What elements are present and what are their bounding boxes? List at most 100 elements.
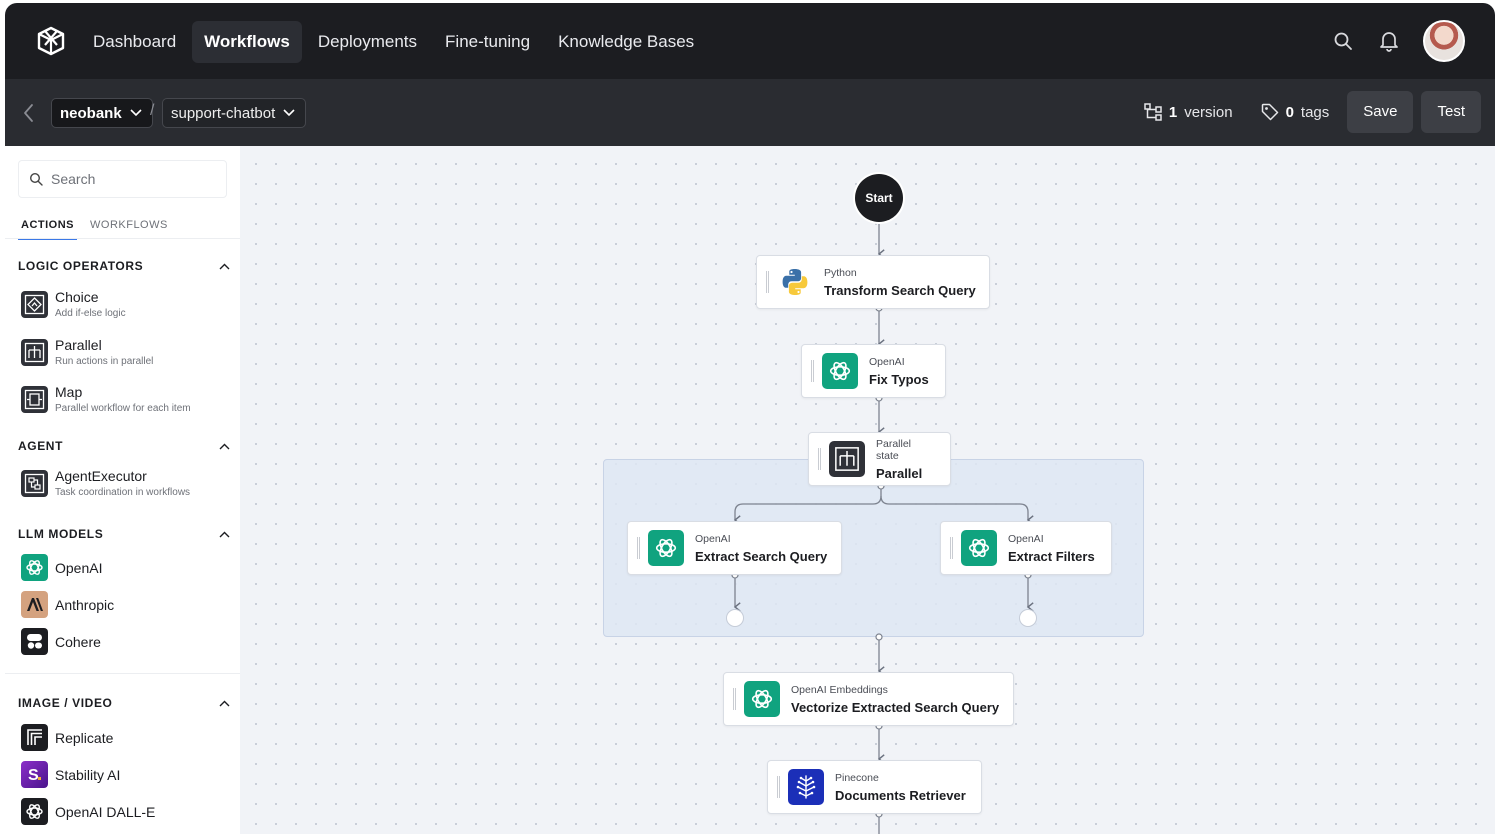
section-image-video[interactable]: IMAGE / VIDEO bbox=[18, 696, 230, 710]
tags-info[interactable]: 0 tags bbox=[1251, 103, 1340, 121]
node-title: Extract Search Query bbox=[695, 548, 828, 564]
chevron-down-icon bbox=[130, 109, 142, 117]
test-button[interactable]: Test bbox=[1421, 91, 1481, 133]
sidebar-item-anthropic[interactable]: Anthropic bbox=[21, 591, 114, 618]
workflow-selector[interactable]: support-chatbot bbox=[162, 98, 307, 128]
section-llm-models[interactable]: LLM MODELS bbox=[18, 527, 230, 541]
section-title: LOGIC OPERATORS bbox=[18, 259, 144, 273]
sidebar-item-stability-ai[interactable]: S Stability AI bbox=[21, 761, 120, 788]
openai-icon bbox=[822, 353, 858, 389]
workflow-canvas[interactable]: Start Python Transform Search Query bbox=[240, 146, 1495, 834]
node-title: Fix Typos bbox=[869, 371, 929, 387]
sidebar-item-replicate[interactable]: Replicate bbox=[21, 724, 113, 751]
nav-fine-tuning[interactable]: Fine-tuning bbox=[445, 32, 531, 51]
section-divider bbox=[5, 673, 240, 674]
item-label: Map bbox=[55, 384, 83, 400]
section-title: IMAGE / VIDEO bbox=[18, 696, 113, 710]
item-label: Cohere bbox=[55, 633, 101, 650]
chevron-down-icon bbox=[283, 109, 295, 117]
openai-icon bbox=[744, 681, 780, 717]
project-selector[interactable]: neobank bbox=[51, 98, 153, 128]
parallel-icon bbox=[21, 338, 48, 366]
openai-icon bbox=[21, 554, 48, 581]
bell-icon[interactable] bbox=[1377, 29, 1401, 53]
tab-actions[interactable]: ACTIONS bbox=[18, 216, 77, 240]
drag-handle[interactable] bbox=[818, 448, 821, 470]
app-window: Dashboard Workflows Deployments Fine-tun… bbox=[5, 3, 1495, 834]
drag-handle[interactable] bbox=[766, 271, 769, 293]
version-info[interactable]: 1 version bbox=[1134, 103, 1243, 121]
item-label: Stability AI bbox=[55, 766, 121, 783]
node-provider: OpenAI bbox=[695, 532, 731, 545]
drag-handle[interactable] bbox=[733, 688, 736, 710]
item-label: Parallel bbox=[55, 337, 102, 353]
sidebar-tabs: ACTIONS WORKFLOWS bbox=[18, 216, 171, 240]
search-icon bbox=[29, 172, 43, 186]
drag-handle[interactable] bbox=[950, 537, 953, 559]
sidebar-item-agentexecutor[interactable]: AgentExecutor Task coordination in workf… bbox=[21, 468, 190, 498]
node-provider: OpenAI bbox=[869, 355, 905, 368]
openai-icon bbox=[648, 530, 684, 566]
nav-workflows[interactable]: Workflows bbox=[192, 21, 302, 63]
node-extract-filters[interactable]: OpenAI Extract Filters bbox=[940, 521, 1112, 575]
sidebar-search[interactable]: Search bbox=[18, 160, 227, 198]
logo-icon[interactable] bbox=[35, 25, 67, 57]
item-description: Run actions in parallel bbox=[55, 356, 154, 367]
node-title: Parallel bbox=[876, 465, 923, 481]
drag-handle[interactable] bbox=[777, 776, 780, 798]
tag-label: tags bbox=[1300, 103, 1330, 121]
node-provider: Pinecone bbox=[835, 771, 879, 784]
pinecone-icon bbox=[788, 769, 824, 805]
nav-knowledge-bases[interactable]: Knowledge Bases bbox=[558, 32, 695, 51]
node-transform-search-query[interactable]: Python Transform Search Query bbox=[756, 255, 990, 309]
workflow-toolbar: neobank / support-chatbot 1 version bbox=[5, 79, 1495, 146]
chevron-up-icon bbox=[219, 443, 230, 449]
drag-handle[interactable] bbox=[637, 537, 640, 559]
node-title: Vectorize Extracted Search Query bbox=[791, 699, 1000, 715]
node-parallel[interactable]: Parallel state Parallel bbox=[808, 432, 951, 486]
tag-count: 0 bbox=[1285, 103, 1294, 121]
sidebar-item-parallel[interactable]: Parallel Run actions in parallel bbox=[21, 337, 153, 367]
node-vectorize-extracted-search-query[interactable]: OpenAI Embeddings Vectorize Extracted Se… bbox=[723, 672, 1014, 726]
drag-handle[interactable] bbox=[811, 360, 814, 382]
item-label: OpenAI bbox=[55, 559, 103, 576]
svg-text:S: S bbox=[28, 767, 39, 784]
project-name: neobank bbox=[60, 104, 122, 122]
back-arrow-icon[interactable] bbox=[19, 101, 39, 125]
node-fix-typos[interactable]: OpenAI Fix Typos bbox=[801, 344, 946, 398]
nav-dashboard[interactable]: Dashboard bbox=[93, 32, 177, 51]
node-extract-search-query[interactable]: OpenAI Extract Search Query bbox=[627, 521, 842, 575]
sidebar-item-cohere[interactable]: Cohere bbox=[21, 628, 101, 655]
nav-deployments[interactable]: Deployments bbox=[317, 32, 418, 51]
dalle-icon bbox=[21, 798, 48, 825]
section-agent[interactable]: AGENT bbox=[18, 439, 230, 453]
toolbar-actions: 1 version 0 tags Save Test bbox=[1134, 91, 1481, 133]
tag-icon bbox=[1261, 103, 1278, 121]
item-description: Parallel workflow for each item bbox=[55, 403, 191, 414]
tab-workflows[interactable]: WORKFLOWS bbox=[90, 219, 168, 231]
chevron-up-icon bbox=[219, 700, 230, 706]
top-nav-bar: Dashboard Workflows Deployments Fine-tun… bbox=[5, 3, 1495, 79]
version-count: 1 bbox=[1168, 103, 1178, 121]
sidebar-item-openai[interactable]: OpenAI bbox=[21, 554, 102, 581]
workflow-name: support-chatbot bbox=[171, 104, 276, 122]
start-node[interactable]: Start bbox=[855, 174, 903, 222]
branch-end-node[interactable] bbox=[1019, 609, 1037, 627]
breadcrumb-separator: / bbox=[150, 102, 155, 119]
item-label: Replicate bbox=[55, 729, 114, 746]
sidebar-item-map[interactable]: Map Parallel workflow for each item bbox=[21, 384, 191, 414]
sidebar-item-choice[interactable]: Choice Add if-else logic bbox=[21, 289, 126, 319]
section-logic-operators[interactable]: LOGIC OPERATORS bbox=[18, 259, 230, 273]
node-title: Documents Retriever bbox=[835, 787, 966, 803]
search-input[interactable]: Search bbox=[51, 171, 96, 187]
node-provider: Python bbox=[824, 266, 857, 279]
version-tree-icon bbox=[1144, 103, 1162, 121]
avatar[interactable] bbox=[1423, 20, 1465, 62]
actions-sidebar: Search ACTIONS WORKFLOWS LOGIC OPERATORS… bbox=[5, 146, 240, 834]
node-documents-retriever[interactable]: Pinecone Documents Retriever bbox=[767, 760, 982, 814]
search-icon[interactable] bbox=[1331, 29, 1355, 53]
sidebar-item-openai-dall-e[interactable]: OpenAI DALL-E bbox=[21, 798, 155, 825]
branch-end-node[interactable] bbox=[726, 609, 744, 627]
save-button[interactable]: Save bbox=[1347, 91, 1414, 133]
chevron-up-icon bbox=[219, 263, 230, 269]
